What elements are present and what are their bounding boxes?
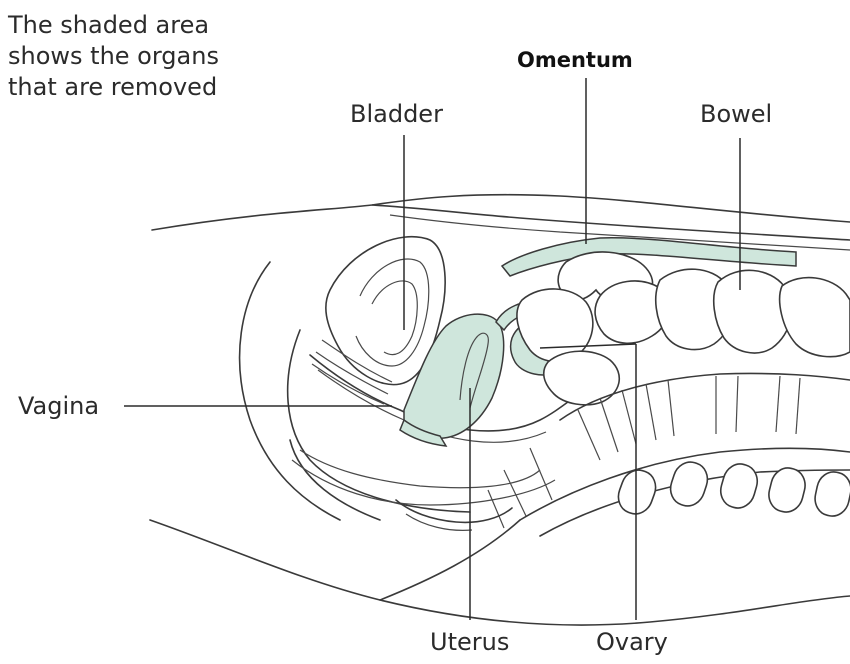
label-omentum: Omentum xyxy=(517,48,633,72)
label-bowel: Bowel xyxy=(700,100,772,128)
label-vagina: Vagina xyxy=(18,392,99,420)
vertebral-bodies xyxy=(614,458,850,519)
caption-line-1: The shaded area xyxy=(8,10,219,41)
bowel-loop-5 xyxy=(780,278,850,357)
body-outline-top xyxy=(152,195,850,230)
sacrum-outline xyxy=(380,520,520,600)
caption-line-3: that are removed xyxy=(8,72,219,103)
label-bladder: Bladder xyxy=(350,100,443,128)
perineum-fold-3 xyxy=(300,450,540,488)
diagram-caption: The shaded area shows the organs that ar… xyxy=(8,10,219,103)
label-uterus: Uterus xyxy=(430,628,509,656)
label-ovary: Ovary xyxy=(596,628,668,656)
bowel-loop-7 xyxy=(544,351,620,405)
caption-line-2: shows the organs xyxy=(8,41,219,72)
bowel-loop-4 xyxy=(714,270,792,353)
